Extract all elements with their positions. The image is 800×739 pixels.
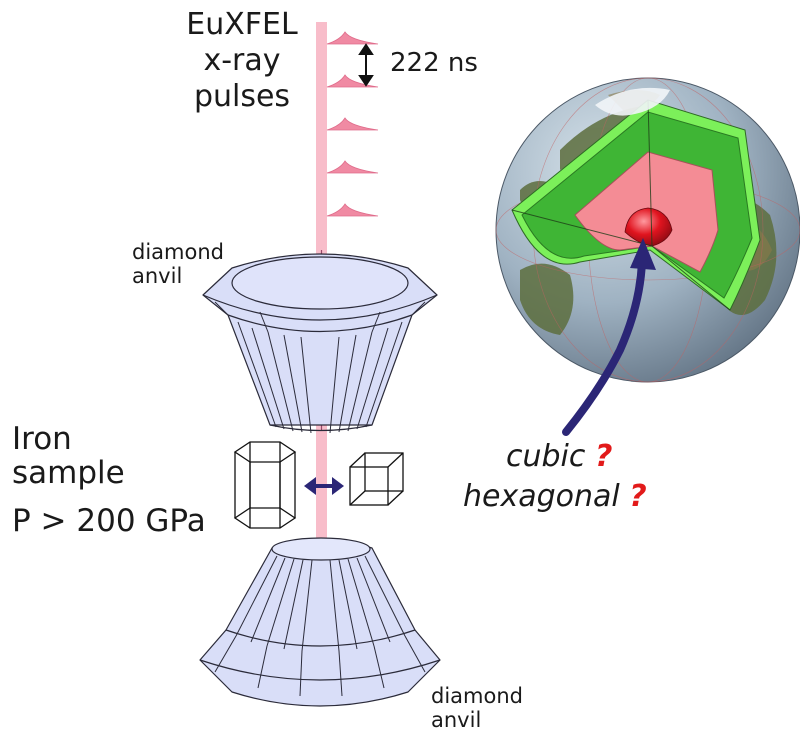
source-title-line3: pulses — [193, 79, 291, 114]
bottom-anvil-label-line1: diamond — [431, 684, 523, 708]
cubic-question-mark: ? — [594, 439, 613, 474]
top-anvil-label-line1: diamond — [132, 240, 224, 264]
pulse — [326, 74, 379, 88]
sample-label-line2: sample — [12, 455, 125, 491]
transition-arrow — [304, 477, 344, 495]
earth-globe — [495, 77, 800, 383]
bottom-anvil-label-line2: anvil — [431, 708, 482, 732]
top-anvil-label-line2: anvil — [132, 264, 183, 288]
hexagonal-question: hexagonal ? — [463, 482, 647, 512]
pulse — [326, 160, 379, 174]
cubic-label: cubic — [506, 439, 586, 474]
core-pointer-arrow — [562, 258, 646, 436]
sample-label-line1: Iron — [12, 421, 72, 457]
cubic-question: cubic ? — [506, 442, 612, 472]
core-pointer-arrowhead — [630, 238, 656, 270]
hexagonal-label: hexagonal — [463, 479, 620, 514]
cubic-crystal — [349, 452, 404, 506]
source-title-line2: x-ray — [203, 43, 281, 78]
hexagonal-crystal — [233, 441, 297, 529]
source-title-line1: EuXFEL — [186, 7, 298, 42]
pulse-train — [326, 31, 379, 217]
pulse — [326, 203, 379, 217]
diamond-anvil-top — [202, 253, 438, 434]
pressure-label: P > 200 GPa — [12, 503, 206, 539]
pulse-interval-label: 222 ns — [390, 48, 478, 78]
hexagonal-question-mark: ? — [629, 479, 647, 514]
pulse — [326, 117, 379, 131]
diamond-anvil-bottom — [199, 537, 441, 707]
pulse — [326, 31, 379, 45]
interval-arrow — [358, 43, 374, 87]
